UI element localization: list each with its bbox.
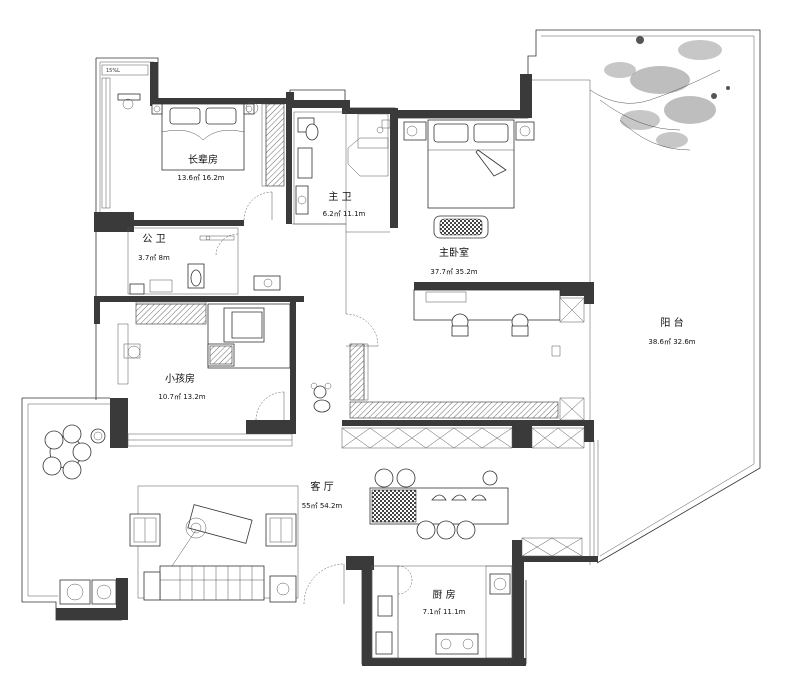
walls — [56, 62, 598, 666]
room-name-elder: 长辈房 — [188, 153, 218, 166]
room-name-kids: 小孩房 — [165, 372, 195, 385]
flower-icon — [42, 424, 106, 480]
room-area-living: 55㎡ 54.2m — [302, 502, 343, 510]
top-left-tag: 15%L — [106, 68, 120, 74]
tree-icon — [589, 36, 730, 151]
master-bedroom: 主卧室 37.7㎡ 35.2m — [345, 119, 585, 421]
elder-wardrobe — [265, 103, 285, 187]
master-bath: 主 卫 6.2㎡ 11.1m — [292, 111, 391, 233]
room-name-master-bed: 主卧室 — [439, 246, 469, 259]
room-name-public-bath: 公 卫 — [142, 234, 165, 245]
room-area-kitchen: 7.1㎡ 11.1m — [423, 608, 466, 616]
room-name-kitchen: 厨 房 — [432, 588, 455, 601]
elder-room: 15%L 长辈房 13.6㎡ 16.2m — [101, 64, 285, 221]
balcony: 阳 台 38.6㎡ 32.6m — [589, 36, 730, 556]
room-area-balcony: 38.6㎡ 32.6m — [648, 338, 695, 346]
master-wardrobe-short — [349, 343, 365, 401]
kids-room: 小孩房 10.7㎡ 13.2m — [117, 301, 291, 421]
room-area-master-bath: 6.2㎡ 11.1m — [323, 210, 366, 218]
room-name-balcony: 阳 台 — [660, 316, 683, 329]
dining-table — [369, 468, 509, 540]
person-icon — [310, 382, 332, 413]
living-room: 客 厅 55㎡ 54.2m — [42, 382, 585, 605]
room-area-public-bath: 3.7㎡ 8m — [138, 254, 170, 262]
coffee-table — [185, 504, 253, 544]
master-vanity — [413, 289, 561, 321]
room-area-master-bed: 37.7㎡ 35.2m — [430, 268, 477, 276]
kitchen: 厨 房 7.1㎡ 11.1m — [371, 565, 513, 659]
kids-wardrobe — [135, 303, 207, 325]
room-name-living: 客 厅 — [310, 480, 333, 493]
master-wardrobe-long — [349, 401, 559, 419]
room-area-kids: 10.7㎡ 13.2m — [158, 393, 205, 401]
room-area-elder: 13.6㎡ 16.2m — [177, 174, 224, 182]
room-name-master-bath: 主 卫 — [328, 191, 351, 203]
public-bath: 公 卫 3.7㎡ 8m — [127, 227, 281, 295]
